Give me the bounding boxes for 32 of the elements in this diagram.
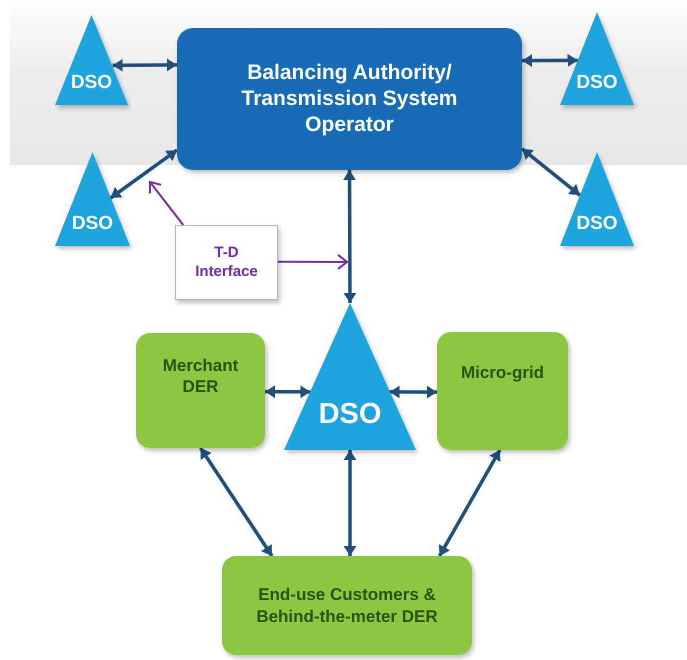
double-arrow <box>343 450 357 556</box>
node-label: DSO <box>576 212 618 236</box>
double-arrow <box>520 147 582 197</box>
microgrid-box <box>437 332 568 450</box>
der-box <box>136 333 265 448</box>
node-label: Balancing Authority/ Transmission System Operator <box>240 60 458 138</box>
dso-triangle <box>560 152 634 246</box>
node-label: End-use Customers & Behind-the-meter DER <box>255 584 439 627</box>
node-label: Micro-grid <box>460 362 544 384</box>
node-label: DSO <box>72 212 114 236</box>
double-arrow <box>109 148 178 200</box>
node-label: DSO <box>70 71 112 95</box>
double-arrow <box>390 385 438 400</box>
double-arrow <box>112 58 178 72</box>
customer-box <box>222 556 472 655</box>
double-arrow <box>438 449 502 557</box>
node-label: T-D Interface <box>194 244 259 282</box>
double-arrow <box>264 384 310 399</box>
dso-triangle <box>560 12 634 105</box>
double-arrow <box>522 53 578 68</box>
note-box <box>175 225 278 300</box>
node-label: DSO <box>318 396 382 432</box>
dso-triangle <box>55 15 128 105</box>
leader-line <box>148 181 184 226</box>
operator-box <box>177 28 522 170</box>
node-label: Merchant DER <box>162 355 240 398</box>
leader-line <box>278 254 348 270</box>
node-label: DSO <box>576 71 618 95</box>
double-arrow <box>199 447 274 557</box>
dso-triangle <box>284 303 416 450</box>
dso-triangle <box>55 152 130 246</box>
double-arrow <box>342 170 357 303</box>
